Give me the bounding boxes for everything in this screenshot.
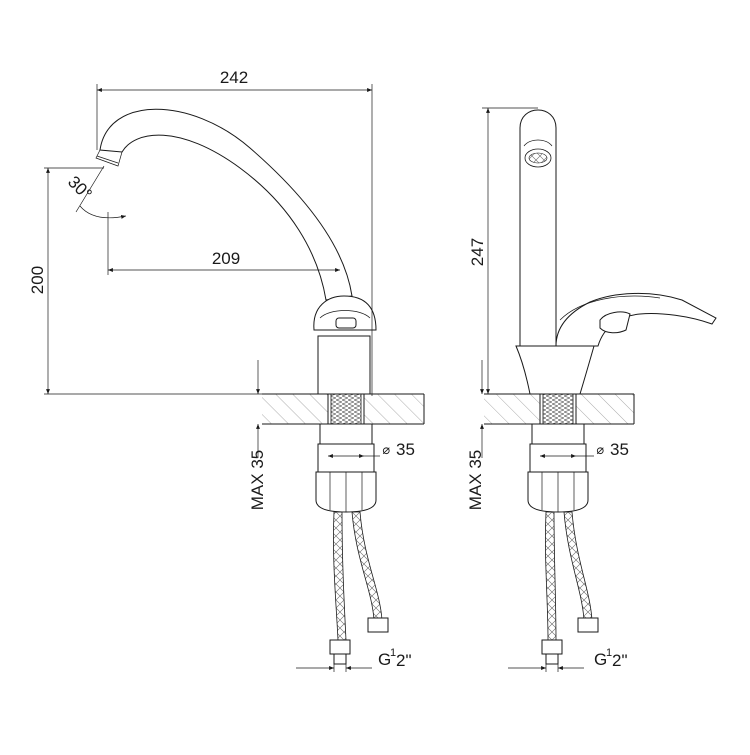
height-label: 200 xyxy=(28,266,47,294)
mounting-nut-left xyxy=(315,423,377,513)
dimension-hole-left: ⌀ 35 xyxy=(328,440,415,459)
valve-body-side xyxy=(313,295,377,395)
mounting-nut-right xyxy=(527,423,589,513)
side-view: 242 209 200 30° MAX 35 xyxy=(28,68,425,672)
spout-side xyxy=(95,108,353,301)
reach-label: 209 xyxy=(212,249,240,268)
dimension-max-thickness-right: MAX 35 xyxy=(466,360,485,510)
supply-hoses-right xyxy=(541,511,599,665)
hole-diameter-label-left: 35 xyxy=(396,440,415,459)
max-thickness-label-left: MAX 35 xyxy=(248,450,267,510)
diameter-symbol-right: ⌀ xyxy=(596,442,604,457)
dimension-hole-right: ⌀ 35 xyxy=(540,440,629,459)
dimension-height-front: 247 xyxy=(468,107,538,394)
dimension-angle: 30° xyxy=(64,165,127,219)
thread-sup-right: 1 xyxy=(606,647,612,659)
hole-diameter-label-right: 35 xyxy=(610,440,629,459)
valve-body-front xyxy=(515,293,717,395)
angle-label: 30° xyxy=(64,172,96,204)
countertop-left xyxy=(44,393,425,425)
thread-sub-left: 2" xyxy=(396,651,412,670)
dimension-max-thickness-left: MAX 35 xyxy=(248,360,267,510)
dimension-thread-right: G 1 2" xyxy=(508,647,628,672)
threaded-stud-left xyxy=(327,393,365,425)
height-front-label: 247 xyxy=(468,238,487,266)
thread-base-right: G xyxy=(594,650,607,669)
max-thickness-label-right: MAX 35 xyxy=(466,450,485,510)
width-label: 242 xyxy=(220,68,248,87)
threaded-stud-right xyxy=(539,393,577,425)
supply-hoses-left xyxy=(329,511,389,665)
thread-sub-right: 2" xyxy=(612,651,628,670)
spout-front xyxy=(519,109,557,347)
dimension-thread-left: G 1 2" xyxy=(296,647,412,672)
front-view: 247 MAX 35 ⌀ 35 G 1 2" xyxy=(466,107,717,672)
dimension-reach: 209 xyxy=(107,212,340,275)
dimension-width: 242 xyxy=(96,68,373,396)
thread-sup-left: 1 xyxy=(390,647,396,659)
diameter-symbol-left: ⌀ xyxy=(382,442,390,457)
thread-base-left: G xyxy=(378,650,391,669)
dimension-height: 200 xyxy=(28,167,104,394)
